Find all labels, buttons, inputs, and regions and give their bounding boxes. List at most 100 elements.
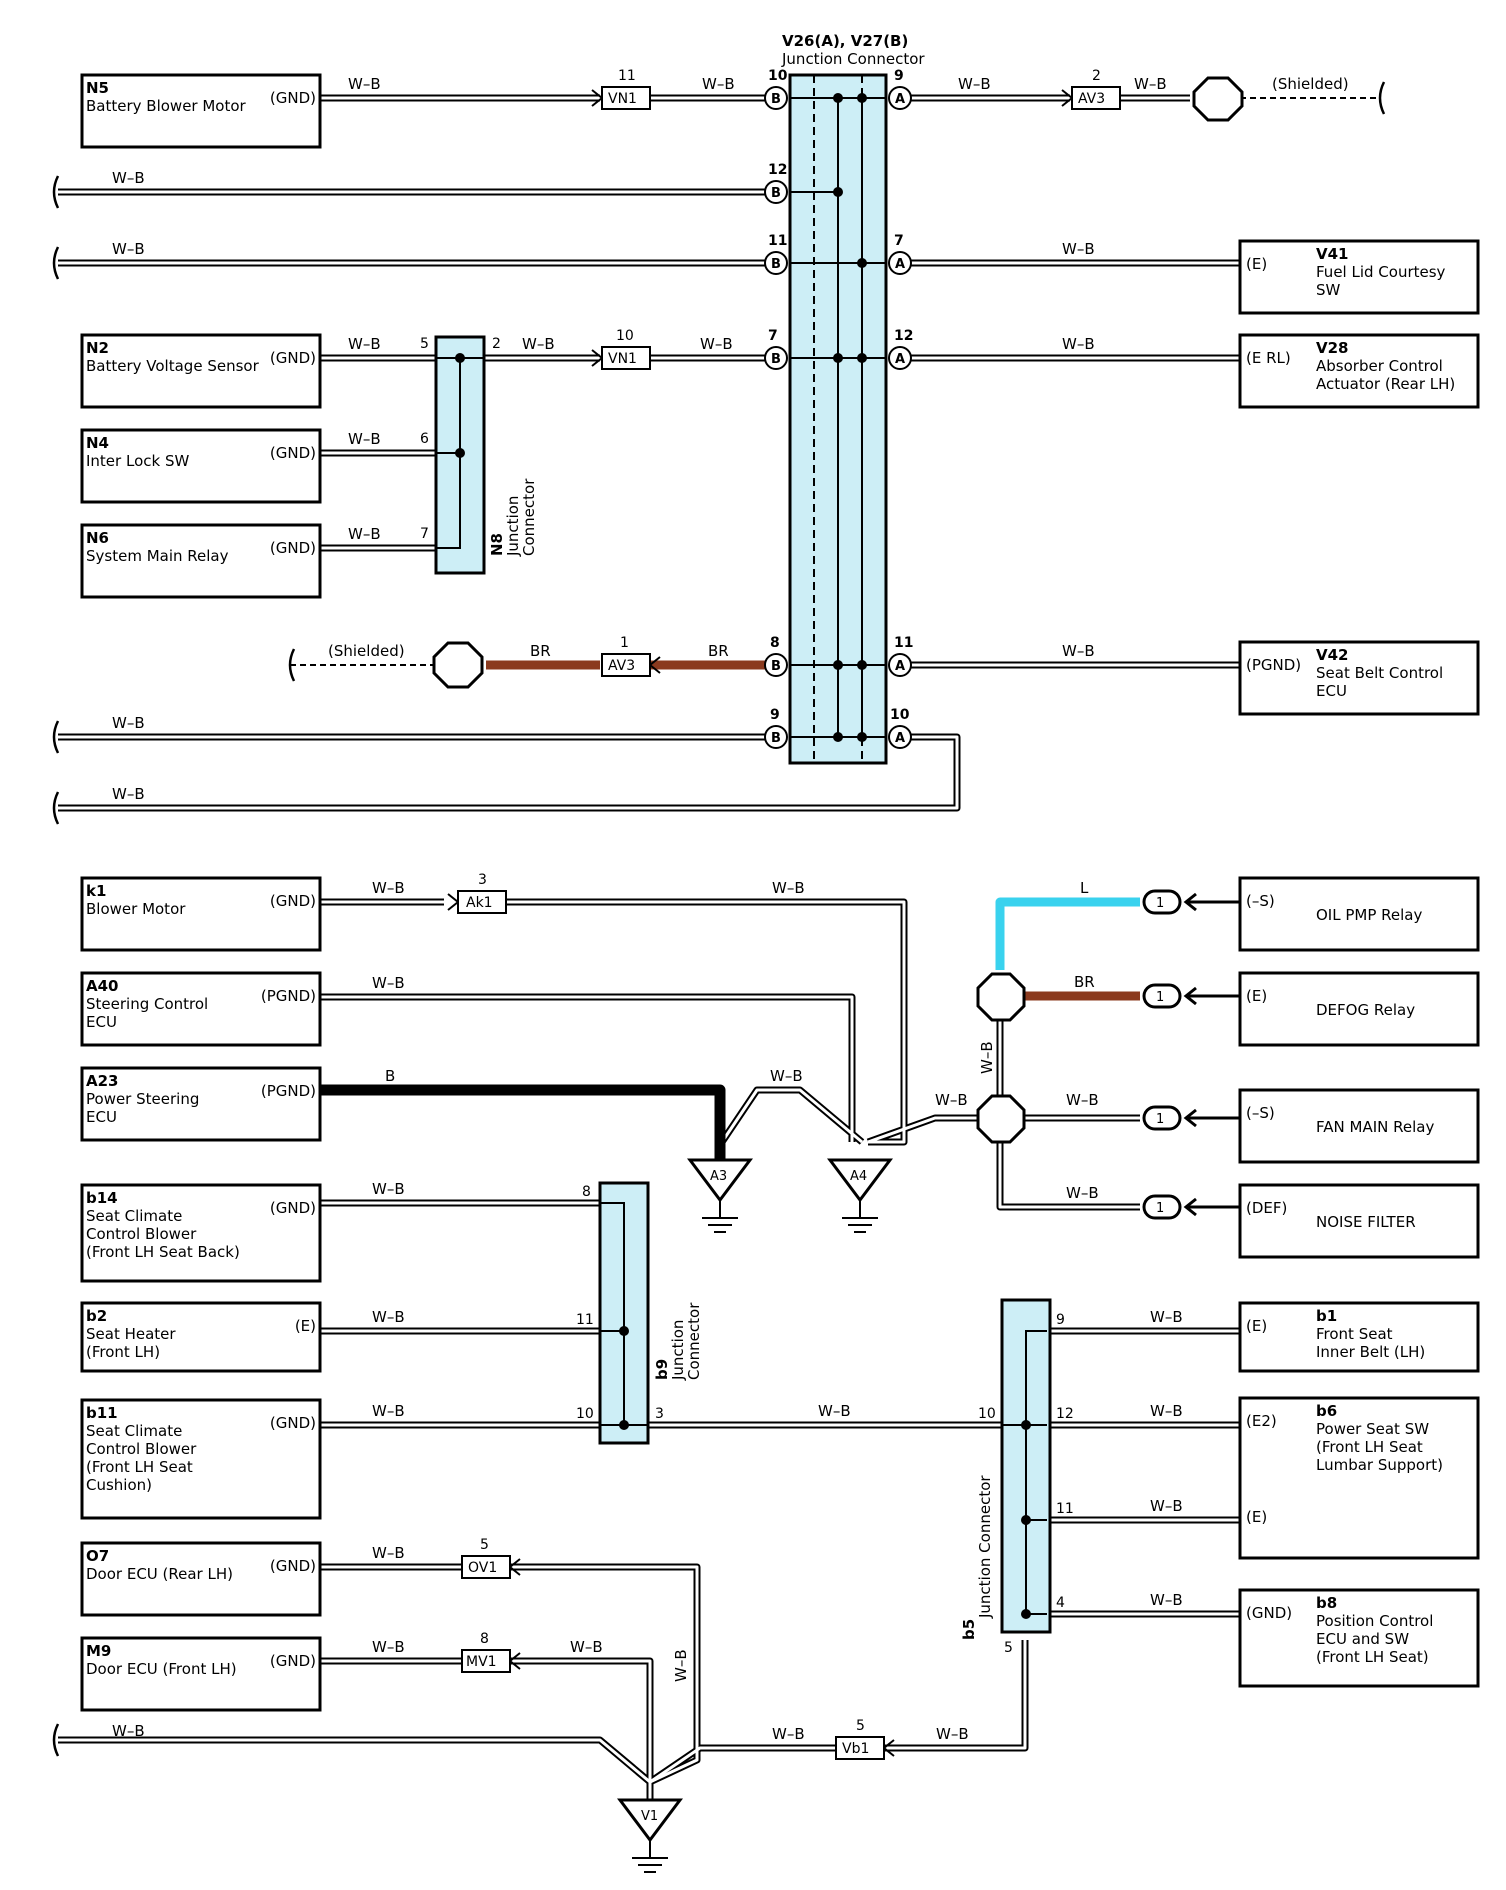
component-name: Seat Heater: [86, 1325, 176, 1343]
component-signal: (E): [1246, 1317, 1267, 1335]
svg-text:A: A: [895, 92, 905, 107]
component-code: A23: [86, 1072, 118, 1090]
pin-b8: B8: [764, 635, 788, 677]
svg-text:9: 9: [894, 68, 904, 84]
component-signal: (GND): [270, 1199, 316, 1217]
component-code: b6: [1316, 1402, 1337, 1420]
component-signal: (E): [1246, 1508, 1267, 1526]
svg-text:W–B: W–B: [700, 335, 733, 353]
junction-connector-n8: 5 2 6 7 N8 Junction Connector: [420, 335, 538, 575]
component-signal: (GND): [1246, 1604, 1292, 1622]
svg-text:7: 7: [894, 233, 904, 249]
component-signal: (GND): [270, 539, 316, 557]
component-name: ECU: [86, 1108, 117, 1126]
svg-text:W–B: W–B: [770, 1067, 803, 1085]
component-code: N2: [86, 339, 109, 357]
splice-points: [432, 76, 1244, 1144]
svg-text:W–B: W–B: [372, 1402, 405, 1420]
component-name: DEFOG Relay: [1316, 1001, 1415, 1019]
component-name: (Front LH Seat: [86, 1458, 193, 1476]
pin-label: 11: [1056, 1501, 1074, 1517]
component-name: Seat Belt Control: [1316, 664, 1443, 682]
component-signal: (–S): [1246, 1104, 1275, 1122]
component-name: Control Blower: [86, 1225, 197, 1243]
svg-text:W–B: W–B: [348, 75, 381, 93]
svg-text:W–B: W–B: [772, 879, 805, 897]
junction-code: N8: [488, 533, 506, 556]
component-signal: (PGND): [261, 987, 316, 1005]
svg-text:AV3: AV3: [608, 658, 635, 674]
svg-text:W–B: W–B: [348, 430, 381, 448]
splice-fan: [976, 1094, 1026, 1144]
junction-subtitle: Junction Connector: [781, 50, 925, 68]
pin-label: 12: [1056, 1406, 1074, 1422]
svg-text:W–B: W–B: [978, 1041, 996, 1074]
svg-text:W–B: W–B: [112, 785, 145, 803]
svg-text:W–B: W–B: [372, 1180, 405, 1198]
svg-text:A: A: [895, 257, 905, 272]
junction-connector-b5: 10 9 12 11 4 5 b5 Junction Connector: [960, 1298, 1074, 1656]
component-name: Seat Climate: [86, 1207, 182, 1225]
component-name: Cushion): [86, 1476, 152, 1494]
svg-text:B: B: [771, 352, 781, 367]
svg-text:2: 2: [1092, 68, 1101, 84]
svg-text:W–B: W–B: [372, 1544, 405, 1562]
svg-text:8: 8: [480, 1631, 489, 1647]
component-signal: (GND): [270, 892, 316, 910]
component-name: Power Steering: [86, 1090, 199, 1108]
svg-text:A: A: [895, 352, 905, 367]
splice-defog: [976, 972, 1026, 1022]
shield-splice-top: [1192, 76, 1244, 122]
component-name: Fuel Lid Courtesy: [1316, 263, 1446, 281]
ground-a3: A3: [687, 1158, 753, 1233]
component-code: M9: [86, 1642, 111, 1660]
pin-label: 10: [576, 1406, 594, 1422]
component-code: N4: [86, 434, 109, 452]
component-code: O7: [86, 1547, 109, 1565]
component-name: Steering Control: [86, 995, 208, 1013]
svg-text:OV1: OV1: [468, 1560, 497, 1576]
component-code: k1: [86, 882, 106, 900]
pin-a12: A12: [888, 328, 913, 370]
component-code: N5: [86, 79, 109, 97]
component-code: b2: [86, 1307, 107, 1325]
svg-text:W–B: W–B: [1150, 1591, 1183, 1609]
svg-text:W–B: W–B: [672, 1649, 690, 1682]
component-signal: (PGND): [1246, 656, 1301, 674]
svg-text:W–B: W–B: [372, 879, 405, 897]
pin-a10: A10: [888, 707, 912, 749]
component-name: OIL PMP Relay: [1316, 906, 1422, 924]
svg-text:W–B: W–B: [112, 169, 145, 187]
svg-text:W–B: W–B: [348, 335, 381, 353]
svg-text:1: 1: [620, 635, 629, 651]
svg-text:W–B: W–B: [522, 335, 555, 353]
component-code: b14: [86, 1189, 118, 1207]
svg-text:Vb1: Vb1: [842, 1741, 869, 1757]
svg-text:W–B: W–B: [818, 1402, 851, 1420]
component-code: A40: [86, 977, 118, 995]
component-name: Door ECU (Rear LH): [86, 1565, 233, 1583]
svg-text:B: B: [771, 257, 781, 272]
wire-color-labels: W–B W–B W–B W–B W–B W–B W–B W–B W–B W–B W–B W…: [112, 75, 1349, 1743]
component-signal: (E): [295, 1317, 316, 1335]
relay-pin-defog: 1: [1142, 983, 1240, 1009]
svg-text:BR: BR: [530, 642, 551, 660]
svg-text:5: 5: [856, 1718, 865, 1734]
svg-text:W–B: W–B: [112, 240, 145, 258]
svg-text:W–B: W–B: [372, 1638, 405, 1656]
pin-label: 10: [978, 1406, 996, 1422]
svg-text:W–B: W–B: [1062, 240, 1095, 258]
component-signal: (GND): [270, 1652, 316, 1670]
svg-text:B: B: [771, 186, 781, 201]
svg-text:W–B: W–B: [935, 1091, 968, 1109]
svg-text:A: A: [895, 731, 905, 746]
svg-text:A: A: [895, 659, 905, 674]
svg-text:7: 7: [768, 328, 778, 344]
junction-code: b9: [653, 1359, 671, 1380]
